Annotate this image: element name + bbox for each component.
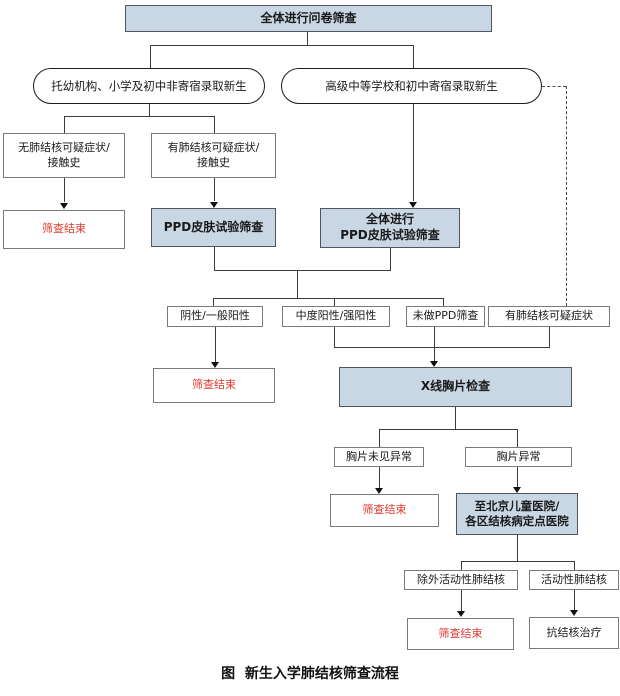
- dashed-connector: [566, 86, 567, 306]
- dashed-connector: [542, 86, 566, 87]
- arrowhead-down-icon: [210, 202, 218, 208]
- arrowhead-down-icon: [409, 202, 417, 208]
- connector: [517, 535, 518, 561]
- connector: [150, 45, 151, 68]
- connector: [64, 116, 65, 133]
- connector: [334, 298, 335, 306]
- node-group-boarding: 高级中等学校和初中寄宿录取新生: [281, 68, 542, 104]
- node-active-tb: 活动性肺结核: [529, 570, 619, 590]
- arrowhead-down-icon: [457, 611, 465, 617]
- connector: [434, 327, 435, 347]
- node-no-ppd-test: 未做PPD筛查: [406, 306, 485, 327]
- node-no-symptom-history: 无肺结核可疑症状/ 接触史: [3, 133, 125, 178]
- node-screening-end-2: 筛查结束: [153, 368, 275, 403]
- connector: [64, 116, 214, 117]
- connector: [334, 347, 550, 348]
- node-screening-end-1: 筛查结束: [3, 210, 125, 249]
- node-ppd-screening: PPD皮肤试验筛查: [151, 208, 276, 247]
- connector: [213, 298, 443, 299]
- connector: [214, 247, 215, 270]
- connector: [434, 347, 435, 361]
- connector: [390, 248, 391, 270]
- connector: [307, 32, 308, 45]
- connector: [297, 270, 298, 298]
- node-screening-end-3: 筛查结束: [330, 494, 439, 527]
- node-xray-exam: X线胸片检查: [339, 367, 572, 407]
- connector: [517, 429, 518, 447]
- connector: [549, 327, 550, 347]
- arrowhead-down-icon: [430, 361, 438, 367]
- node-symptom-history: 有肺结核可疑症状/ 接触史: [151, 133, 276, 178]
- node-xray-normal: 胸片未见异常: [334, 447, 424, 467]
- connector: [149, 104, 150, 116]
- connector: [379, 467, 380, 488]
- arrowhead-down-icon: [60, 203, 68, 209]
- connector: [64, 178, 65, 202]
- connector: [214, 178, 215, 201]
- node-questionnaire-screening: 全体进行问卷筛查: [125, 5, 492, 32]
- node-suspected-symptoms: 有肺结核可疑症状: [488, 306, 610, 327]
- node-exclude-active-tb: 除外活动性肺结核: [404, 570, 518, 590]
- node-moderate-strong: 中度阳性/强阳性: [282, 306, 390, 327]
- arrowhead-down-icon: [211, 362, 219, 368]
- connector: [379, 429, 380, 447]
- connector: [413, 45, 414, 68]
- connector: [214, 270, 391, 271]
- node-group-nonboarding: 托幼机构、小学及初中非寄宿录取新生: [33, 68, 265, 104]
- connector: [461, 561, 462, 570]
- connector: [379, 429, 518, 430]
- node-anti-tb-treatment: 抗结核治疗: [529, 617, 619, 649]
- connector: [443, 298, 444, 306]
- connector: [214, 116, 215, 133]
- figure-caption: 图 新生入学肺结核筛查流程: [221, 666, 399, 682]
- connector: [213, 298, 214, 306]
- arrowhead-down-icon: [513, 487, 521, 493]
- connector: [517, 467, 518, 487]
- connector: [574, 561, 575, 570]
- connector: [455, 407, 456, 429]
- connector: [150, 45, 413, 46]
- node-hospital-referral: 至北京儿童医院/ 各区结核病定点医院: [456, 493, 578, 535]
- connector: [461, 590, 462, 611]
- connector: [461, 561, 574, 562]
- connector: [574, 590, 575, 610]
- node-ppd-screening-all: 全体进行 PPD皮肤试验筛查: [320, 208, 460, 248]
- connector: [334, 327, 335, 347]
- arrowhead-down-icon: [375, 488, 383, 494]
- arrowhead-down-icon: [570, 610, 578, 616]
- node-negative-general: 阴性/一般阳性: [167, 306, 263, 327]
- node-xray-abnormal: 胸片异常: [465, 447, 572, 467]
- connector: [413, 104, 414, 201]
- node-screening-end-4: 筛查结束: [407, 618, 514, 650]
- connector: [215, 327, 216, 362]
